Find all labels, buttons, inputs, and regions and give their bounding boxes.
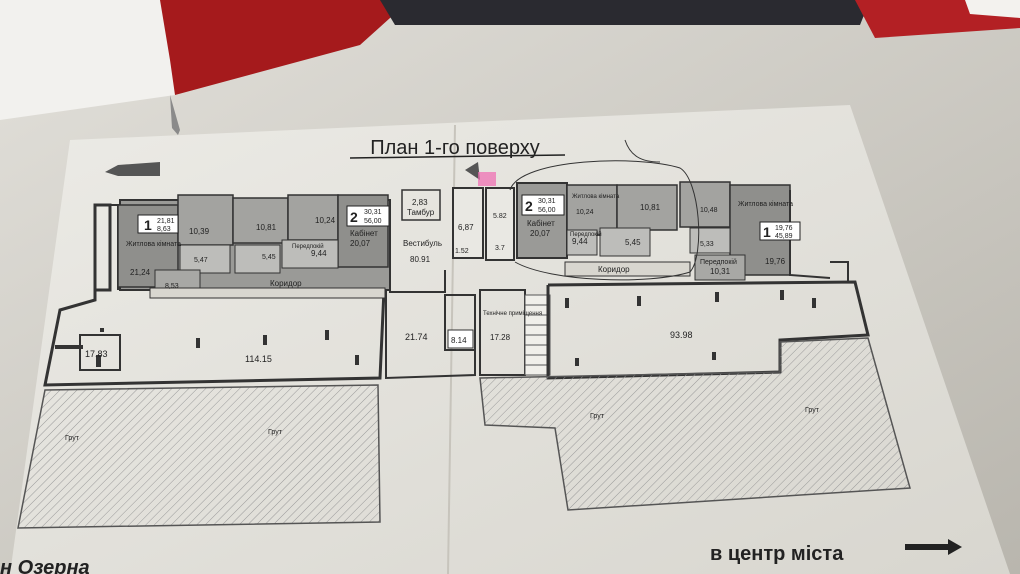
apt1-left-a: 21,81 xyxy=(157,218,175,225)
compass-small-icon xyxy=(465,162,480,180)
corridor-label-left: Коридор xyxy=(270,279,302,288)
small-area-1: 5.82 xyxy=(493,213,507,220)
small-area-2: 3.7 xyxy=(495,245,505,252)
vestibule-name: Вестибуль xyxy=(403,239,442,248)
room-area-r3: 10,48 xyxy=(700,207,718,214)
room-area-l5: 5,45 xyxy=(262,254,276,261)
apt2-right-a: 30,31 xyxy=(538,198,556,205)
paper-clip xyxy=(170,95,180,135)
small-area-3: 1.52 xyxy=(455,248,469,255)
room-area-l8: 8,53 xyxy=(165,283,179,290)
retail-area-l0: 17.83 xyxy=(85,349,108,359)
pink-highlight xyxy=(478,172,496,186)
apt2-left-a: 30,31 xyxy=(364,209,382,216)
room-area-l2: 10,81 xyxy=(256,223,277,232)
tambur-area: 2,83 xyxy=(412,198,428,207)
apt2-badge-left: 2 30,31 56,00 xyxy=(346,205,390,227)
room-name-l7: Кабінет xyxy=(350,229,378,238)
right-building xyxy=(479,181,911,511)
room-name-r1: Житлова кімната xyxy=(572,194,620,200)
small-area-4: 8.14 xyxy=(451,336,467,345)
room-name-r4: Передпокій xyxy=(570,231,602,238)
room-name-l0: Житлова кімната xyxy=(126,240,181,248)
room-area-l1: 10,39 xyxy=(189,227,210,236)
white-sheet xyxy=(0,0,200,120)
apt1-badge-left: 1 21,81 8,63 xyxy=(137,214,179,234)
room-area-l4: 5,47 xyxy=(194,257,208,264)
apt2-right-b: 56,00 xyxy=(538,207,556,214)
plan-title: План 1-го поверху xyxy=(370,137,539,159)
room-area-r5: 5,45 xyxy=(625,238,641,247)
retail-area-l1: 114.15 xyxy=(245,354,272,364)
ground-label-l0: Грут xyxy=(65,435,80,442)
room-area-l3: 10,24 xyxy=(315,216,336,225)
room-area-l6: 9,44 xyxy=(311,249,327,258)
laptop xyxy=(380,0,870,25)
tech-name: Технічне приміщення xyxy=(483,311,542,317)
tech-area: 17.28 xyxy=(490,333,511,342)
apt2-left-num: 2 xyxy=(350,209,358,225)
direction-arrow-icon xyxy=(905,539,962,555)
ground-label-r1: Грут xyxy=(805,407,820,414)
hand-sketch-loop xyxy=(509,160,700,281)
room-name-l6: Передпокій xyxy=(292,243,324,250)
room-area-r2: 10,81 xyxy=(640,203,661,212)
ground-label-l1: Грут xyxy=(268,429,283,436)
hand-sketch-check xyxy=(624,139,661,163)
vestibule-area: 80.91 xyxy=(410,255,431,264)
apt2-badge-right: 2 30,31 56,00 xyxy=(521,194,565,216)
room-name-r8: Передпокій xyxy=(700,258,737,266)
room-area-r9: 19,76 xyxy=(765,257,786,266)
room-area-r4: 9,44 xyxy=(572,237,588,246)
title-underline xyxy=(349,154,566,159)
retail-area-r0: 93.98 xyxy=(670,330,693,340)
white-tag xyxy=(965,0,1020,18)
room-area-r0: 20,07 xyxy=(530,229,551,238)
apt2-right-num: 2 xyxy=(525,198,533,214)
apt1-left-num: 1 xyxy=(144,217,152,233)
corridor-label-right: Коридор xyxy=(598,265,630,274)
ground-label-r0: Грут xyxy=(590,413,605,420)
room-name-r0: Кабінет xyxy=(527,219,555,228)
tambur-name: Тамбур xyxy=(407,208,435,217)
room-area-r8: 10,31 xyxy=(710,267,731,276)
small-area-0: 6,87 xyxy=(458,223,474,232)
apt2-left-b: 56,00 xyxy=(364,218,382,225)
apt1-right-a: 19,76 xyxy=(775,225,793,232)
direction-label: в центр міста xyxy=(710,543,844,565)
hall-area: 21.74 xyxy=(405,332,428,342)
apt1-right-num: 1 xyxy=(763,224,771,240)
compass-arrow-icon xyxy=(105,162,160,176)
room-area-r6: 5,33 xyxy=(700,241,714,248)
room-area-l7: 20,07 xyxy=(350,239,371,248)
center-block xyxy=(385,187,551,380)
red-folder xyxy=(160,0,410,95)
street-label: н Озерна xyxy=(0,557,90,574)
apt1-left-b: 8,63 xyxy=(157,226,171,233)
room-area-r1: 10,24 xyxy=(576,209,594,216)
room-name-r7: Житлова кімната xyxy=(738,200,793,208)
room-area-l0: 21,24 xyxy=(130,268,151,277)
apt1-right-b: 45,89 xyxy=(775,233,793,240)
apt1-badge-right: 1 19,76 45,89 xyxy=(759,221,801,241)
